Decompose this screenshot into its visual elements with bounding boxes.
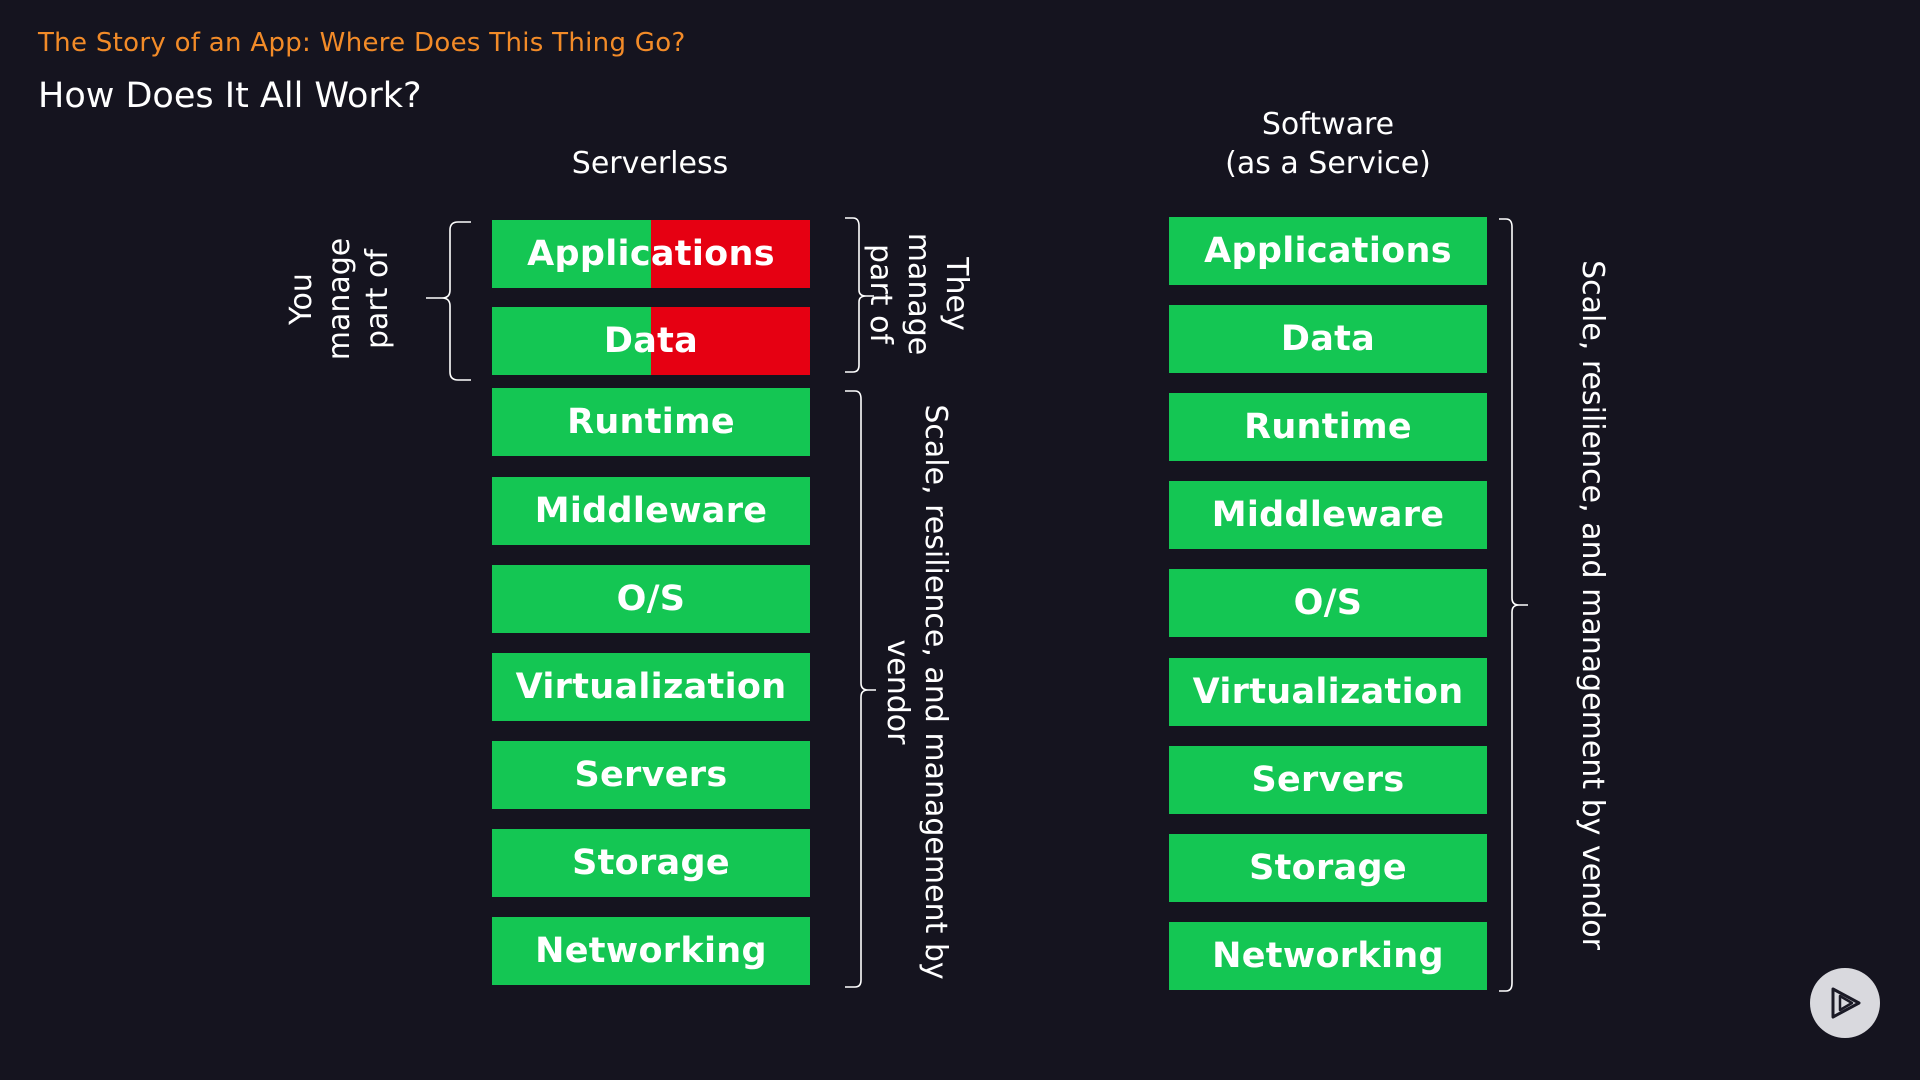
serverless-layer-runtime: Runtime [492, 388, 810, 456]
they-manage-line-2: manage [901, 232, 936, 356]
user-managed-share [651, 220, 810, 288]
layer-label: O/S [1293, 583, 1363, 623]
serverless-title: Serverless [571, 146, 729, 181]
layer-label: Runtime [1244, 407, 1412, 447]
layer-label: Runtime [567, 402, 735, 442]
saas-layer-data: Data [1169, 305, 1487, 373]
saas-vendor-line: Scale, resilience, and management by ven… [1575, 260, 1610, 950]
layer-label: Middleware [1211, 495, 1445, 535]
layer-label: Servers [574, 755, 728, 795]
layer-label: Storage [1249, 848, 1407, 888]
you-manage-bracket [426, 221, 471, 381]
layer-label: Servers [1251, 760, 1405, 800]
serverless-layer-data: Data [492, 307, 810, 375]
play-icon [1831, 987, 1861, 1019]
layer-label: Storage [572, 843, 730, 883]
saas-layer-runtime: Runtime [1169, 393, 1487, 461]
serverless-layer-storage: Storage [492, 829, 810, 897]
serverless-vendor-line-2: vendor [880, 639, 915, 745]
layer-label: O/S [616, 579, 686, 619]
course-kicker: The Story of an App: Where Does This Thi… [38, 28, 686, 58]
saas-layer-servers: Servers [1169, 746, 1487, 814]
saas-layer-os: O/S [1169, 569, 1487, 637]
you-manage-line-2: manage [322, 237, 357, 361]
they-manage-line-3: part of [863, 244, 898, 344]
layer-label: Applications [1204, 231, 1452, 271]
serverless-layer-applications: Applications [492, 220, 810, 288]
saas-title-line-1: Software [1261, 107, 1395, 142]
serverless-layer-virtualization: Virtualization [492, 653, 810, 721]
serverless-vendor-line-1: Scale, resilience, and management by [918, 404, 953, 980]
serverless-layer-middleware: Middleware [492, 477, 810, 545]
they-manage-bracket [845, 217, 874, 373]
saas-vendor-bracket [1499, 218, 1528, 992]
layer-label: Networking [1212, 936, 1444, 976]
serverless-vendor-label: Scale, resilience, and management by ven… [876, 404, 956, 979]
saas-layer-networking: Networking [1169, 922, 1487, 990]
layer-label: Networking [535, 931, 767, 971]
they-manage-line-1: They [939, 257, 974, 331]
serverless-layer-networking: Networking [492, 917, 810, 985]
saas-layer-middleware: Middleware [1169, 481, 1487, 549]
saas-title-line-2: (as a Service) [1225, 146, 1431, 181]
layer-label: Virtualization [1192, 672, 1464, 712]
saas-layer-storage: Storage [1169, 834, 1487, 902]
slide-title: How Does It All Work? [38, 76, 422, 116]
you-manage-line-1: You [284, 273, 319, 325]
they-manage-label: They manage part of [860, 232, 976, 356]
you-manage-line-3: part of [360, 249, 395, 349]
saas-vendor-label: Scale, resilience, and management by ven… [1571, 260, 1613, 950]
play-button[interactable] [1810, 968, 1880, 1038]
layer-label: Data [603, 321, 699, 361]
serverless-layer-os: O/S [492, 565, 810, 633]
user-managed-share [651, 307, 810, 375]
saas-title: Software (as a Service) [1168, 105, 1488, 183]
layer-label: Applications [527, 234, 775, 274]
saas-layer-applications: Applications [1169, 217, 1487, 285]
saas-layer-virtualization: Virtualization [1169, 658, 1487, 726]
layer-label: Middleware [534, 491, 768, 531]
serverless-vendor-bracket [845, 390, 876, 988]
you-manage-label: You manage part of [282, 219, 398, 379]
layer-label: Data [1280, 319, 1376, 359]
serverless-layer-servers: Servers [492, 741, 810, 809]
layer-label: Virtualization [515, 667, 787, 707]
